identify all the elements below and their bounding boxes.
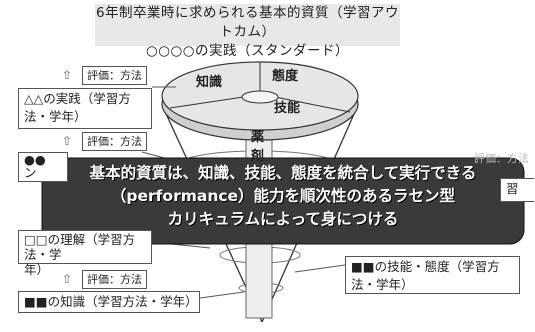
disk-divider xyxy=(269,95,351,113)
disk-label-skill: 技能 xyxy=(274,101,301,116)
connector-arrow xyxy=(294,264,346,273)
eval-label: 評価：方法 xyxy=(82,270,147,289)
disk-label-attitude: 態度 xyxy=(272,69,299,84)
knowledge-text: ■■の知識（学習方法・学年） xyxy=(24,294,198,309)
outcome-title: 6年制卒業時に求められる基本的資質（学習アウトカム） xyxy=(95,5,400,40)
up-arrow-icon: ⇧ xyxy=(61,134,73,148)
right-partial-box: 習 xyxy=(500,178,534,202)
partial-box-line1: ●● xyxy=(24,152,46,167)
eval-label: 評価：方法 xyxy=(82,66,147,85)
up-arrow-icon: ⇧ xyxy=(61,68,73,82)
eval-label: 評価：方法 xyxy=(82,132,147,151)
disk-hub xyxy=(241,90,279,104)
disk-label-knowledge: 知識 xyxy=(196,75,223,90)
right-eval-partial: 評価：方法 xyxy=(474,152,529,165)
banner-line-2: （performance）能力を順次性のあるラセン型 xyxy=(110,187,456,205)
pillar-label-1: 薬 xyxy=(251,130,265,145)
understanding-line1: □□の理解（学習方法・学 xyxy=(24,232,136,262)
eval-tag-2: ⇧ 評価：方法 xyxy=(60,132,147,151)
disk-divider xyxy=(169,95,251,109)
banner-line-1: 基本的資質は、知識、技能、態度を統合して実行できる xyxy=(89,164,477,182)
understanding-box: □□の理解（学習方法・学 年） xyxy=(18,230,152,277)
banner-text: 基本的資質は、知識、技能、態度を統合して実行できる （performance）能… xyxy=(48,162,518,242)
understanding-line2: 年） xyxy=(24,262,50,277)
skill-attitude-text: ■■の技能・態度（学習方法・学年） xyxy=(351,259,500,292)
eval-tag-3: ⇧ 評価：方法 xyxy=(60,270,147,289)
standard-subtitle: ○○○○の実践（スタンダード） xyxy=(145,43,350,59)
connector-arrow xyxy=(199,291,245,299)
partial-box-line2: ン xyxy=(24,165,37,180)
right-partial-char: 習 xyxy=(506,181,519,196)
banner-line-3: カリキュラムによって身につける xyxy=(167,210,399,228)
practice-box: △△の実践（学習方法・学年） xyxy=(18,88,152,129)
eval-tag-1: ⇧ 評価：方法 xyxy=(60,66,147,85)
skill-attitude-box: ■■の技能・態度（学習方法・学年） xyxy=(345,256,520,294)
pillar-label-2: 剤 xyxy=(251,149,265,164)
knowledge-box: ■■の知識（学習方法・学年） xyxy=(18,291,200,313)
practice-text: △△の実践（学習方法・学年） xyxy=(24,91,131,124)
up-arrow-icon: ⇧ xyxy=(61,272,73,286)
partial-box: ●● ン xyxy=(18,152,68,182)
outcome-header: 6年制卒業時に求められる基本的資質（学習アウトカム） ○○○○の実践（スタンダー… xyxy=(95,4,400,59)
